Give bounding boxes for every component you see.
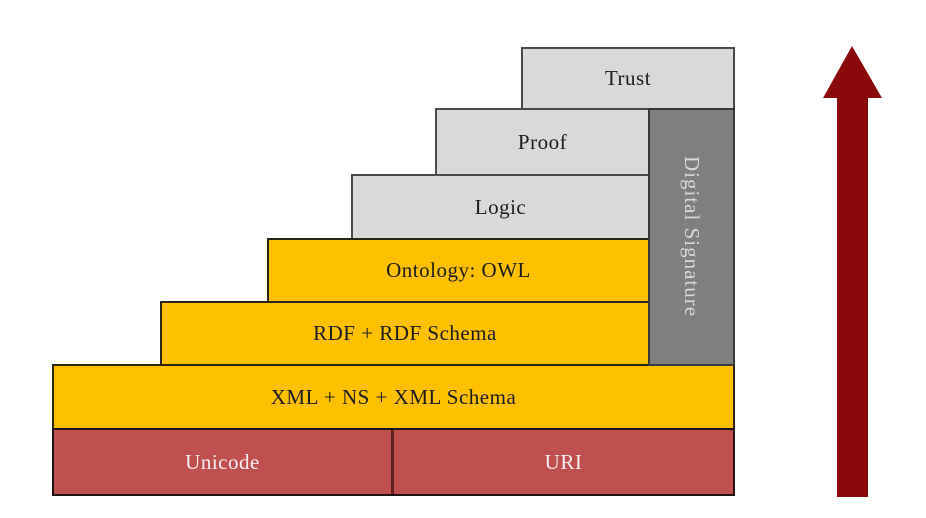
layer-trust: Trust xyxy=(521,47,735,110)
layer-logic-label: Logic xyxy=(474,194,527,219)
unicode-label: Unicode xyxy=(185,449,260,474)
digital-signature-bar: Digital Signature xyxy=(648,108,735,366)
base-cell-unicode: Unicode xyxy=(54,430,394,494)
layer-proof-label: Proof xyxy=(517,129,568,154)
digital-signature-label: Digital Signature xyxy=(680,156,704,318)
layer-proof: Proof xyxy=(435,108,650,176)
uri-label: URI xyxy=(544,449,583,474)
layer-unicode-uri: Unicode URI xyxy=(52,428,735,496)
layer-logic: Logic xyxy=(351,174,650,240)
layer-rdf-schema: RDF + RDF Schema xyxy=(160,301,650,366)
layer-rdf-label: RDF + RDF Schema xyxy=(313,321,497,345)
layer-trust-label: Trust xyxy=(604,66,652,90)
layer-xml-label: XML + NS + XML Schema xyxy=(270,384,517,409)
layer-ontology-owl: Ontology: OWL xyxy=(267,238,650,303)
layer-ontology-label: Ontology: OWL xyxy=(386,258,531,282)
up-arrow-icon xyxy=(823,46,882,497)
base-cell-uri: URI xyxy=(394,430,733,494)
layer-xml-schema: XML + NS + XML Schema xyxy=(52,364,735,430)
